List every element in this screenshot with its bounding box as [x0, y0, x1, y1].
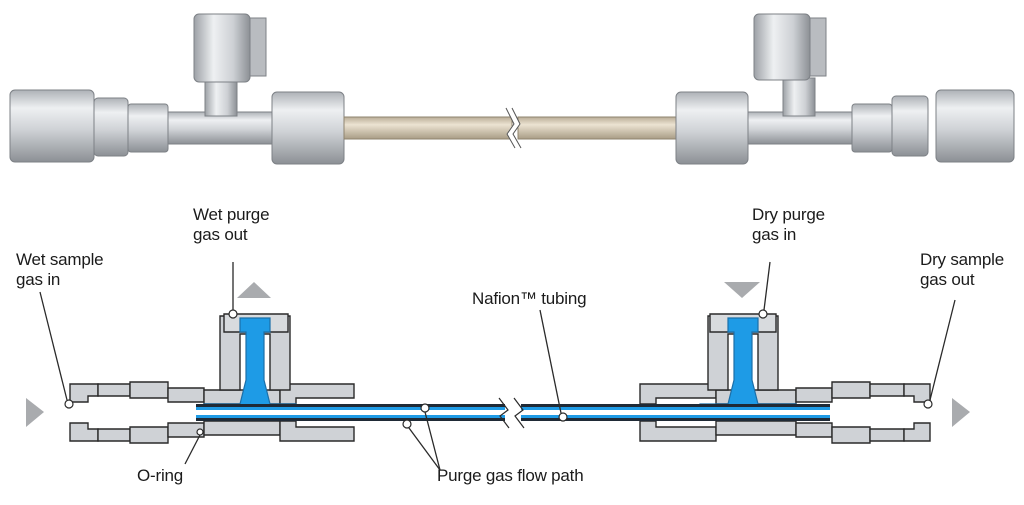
dry-sample-gas-out-label: Dry sample gas out: [920, 250, 1004, 289]
nafion-tube-section: [196, 397, 830, 429]
cross-section: [26, 261, 970, 471]
dry-sample-leader: [929, 299, 956, 401]
wet-sample-in-arrow: [26, 398, 44, 427]
wet-purge-out-arrow: [237, 282, 271, 298]
purge-leader-a: [424, 411, 441, 471]
assembly-render: [9, 13, 1015, 165]
purge-gas-flow-path-label: Purge gas flow path: [437, 466, 584, 485]
wet-sample-gas-in-label: Wet sample gas in: [16, 250, 104, 289]
o-ring-leader: [184, 434, 201, 465]
dry-purge-in-dot: [758, 309, 768, 319]
purge-path-dot-top: [420, 403, 430, 413]
left-tee-assembly: [9, 13, 345, 165]
purge-leader-b: [408, 427, 441, 471]
wet-sample-in-dot: [64, 399, 74, 409]
dry-purge-leader: [763, 261, 771, 311]
nafion-leader: [539, 309, 562, 414]
nafion-tubing-label: Nafion™ tubing: [472, 289, 587, 308]
dry-sample-out-arrow: [952, 398, 970, 427]
purge-path-dot-bottom: [402, 419, 412, 429]
wet-purge-gas-out-label: Wet purge gas out: [193, 205, 270, 244]
o-ring-dot: [196, 428, 204, 436]
dry-purge-in-arrow: [724, 282, 760, 298]
o-ring-label: O-ring: [137, 466, 184, 485]
nafion-tube-render-right: [517, 116, 679, 140]
dry-sample-out-dot: [923, 399, 933, 409]
nafion-tubing-dot: [558, 412, 568, 422]
dry-purge-gas-in-label: Dry purge gas in: [752, 205, 825, 244]
right-tee-assembly: [675, 13, 1015, 165]
nafion-tube-render-left: [343, 116, 513, 140]
wet-sample-leader: [39, 291, 68, 401]
wet-purge-out-dot: [228, 309, 238, 319]
